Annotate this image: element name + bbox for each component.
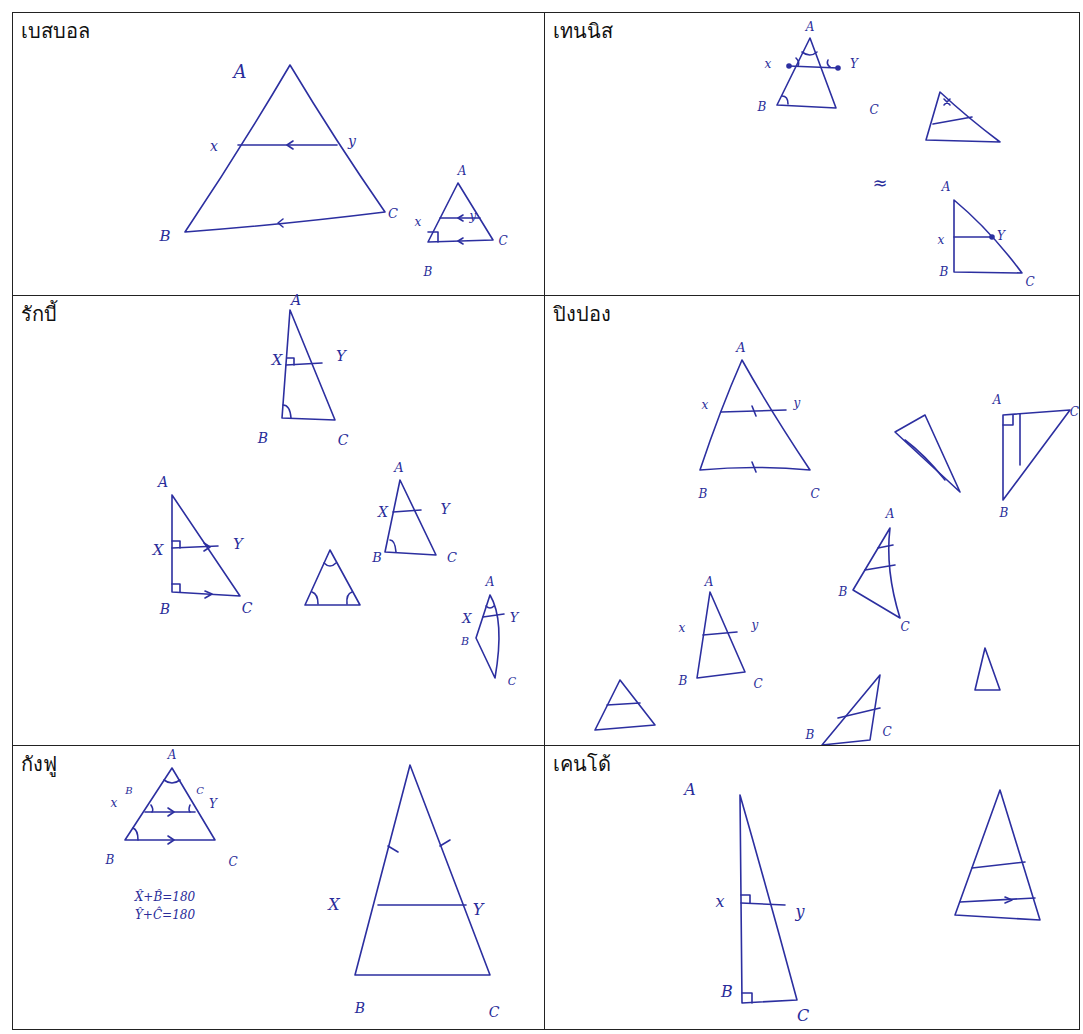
point-label: C	[228, 856, 237, 868]
table-cell: เบสบอล	[12, 12, 545, 296]
point-label: B	[125, 786, 132, 796]
point-label: X	[328, 897, 339, 913]
point-label: B	[372, 551, 382, 564]
point-label: X	[272, 353, 283, 368]
point-label: C	[196, 786, 204, 796]
point-label: Y	[997, 230, 1005, 242]
point-label: B	[806, 729, 815, 741]
point-label: C	[753, 678, 762, 690]
point-label: Y	[850, 58, 858, 70]
point-label: C	[797, 1008, 809, 1024]
point-label: Y	[440, 502, 449, 516]
point-label: C	[498, 235, 507, 247]
point-label: y	[794, 397, 801, 409]
point-label: B	[424, 266, 433, 278]
point-label: A	[234, 63, 247, 81]
point-label: B	[160, 602, 170, 616]
point-label: X	[153, 543, 164, 558]
point-label: x	[415, 216, 422, 228]
point-label: C	[242, 601, 253, 615]
point-label: C	[508, 676, 516, 687]
point-label: x	[111, 797, 118, 809]
point-label: C	[338, 433, 349, 447]
point-label: B	[758, 101, 767, 113]
point-label: Y	[473, 902, 484, 918]
point-label: X	[378, 505, 388, 519]
point-label: X	[462, 612, 471, 625]
table-cell: เทนนิส	[544, 12, 1080, 296]
point-label: B	[721, 984, 733, 1000]
point-label: x	[679, 622, 686, 634]
point-label: Y	[233, 537, 243, 552]
point-label: X̂+B̂=180	[135, 891, 195, 903]
point-label: x	[765, 58, 772, 70]
cell-heading: เคนโด้	[553, 752, 611, 776]
point-label: B	[679, 675, 688, 687]
point-label: C	[388, 207, 398, 220]
point-label: A	[942, 181, 951, 193]
point-label: C	[900, 621, 909, 633]
point-label: Y	[209, 798, 217, 810]
point-label: C	[1025, 276, 1034, 288]
point-label: y	[752, 619, 759, 631]
point-label: x	[715, 894, 724, 910]
point-label: A	[993, 394, 1002, 406]
table-cell: กังฟู	[12, 745, 545, 1030]
table-cell: ปิงปอง	[544, 295, 1080, 746]
point-label: B	[159, 229, 170, 244]
point-label: B	[699, 488, 708, 500]
point-label: C	[882, 726, 891, 738]
point-label: Y	[510, 611, 519, 624]
point-label: B	[1000, 507, 1009, 519]
point-label: A	[458, 165, 467, 177]
point-label: B	[839, 586, 848, 598]
point-label: Y	[336, 349, 346, 364]
point-label: B	[940, 266, 949, 278]
point-label: x	[702, 399, 709, 411]
table-cell: เคนโด้	[544, 745, 1080, 1030]
point-label: y	[795, 904, 804, 920]
point-label: A	[168, 749, 177, 761]
cell-heading: รักบี้	[21, 302, 57, 326]
point-label: B	[258, 431, 268, 445]
point-label: A	[394, 461, 403, 474]
point-label: A	[684, 782, 696, 798]
point-label: ≈	[872, 174, 887, 192]
point-label: Ŷ+Ĉ=180	[135, 909, 195, 921]
point-label: B	[106, 854, 115, 866]
cell-heading: เบสบอล	[21, 19, 90, 43]
point-label: A	[705, 576, 714, 588]
point-label: B	[355, 1001, 365, 1015]
point-label: B	[461, 636, 469, 647]
point-label: y	[470, 210, 477, 222]
cell-heading: กังฟู	[21, 752, 57, 776]
cell-heading: ปิงปอง	[553, 302, 611, 326]
point-label: A	[486, 576, 495, 588]
point-label: A	[158, 475, 168, 489]
point-label: A	[736, 341, 745, 354]
cell-heading: เทนนิส	[553, 19, 613, 43]
point-label: C	[869, 104, 878, 116]
table-cell: รักบี้	[12, 295, 545, 746]
point-label: C	[810, 488, 819, 500]
point-label: x	[938, 234, 945, 246]
point-label: A	[886, 508, 895, 520]
point-label: x	[210, 139, 218, 153]
point-label: C	[489, 1005, 500, 1019]
point-label: C	[447, 551, 457, 564]
point-label: y	[348, 134, 356, 148]
point-label: A	[806, 21, 815, 33]
point-label: C	[1070, 406, 1079, 418]
